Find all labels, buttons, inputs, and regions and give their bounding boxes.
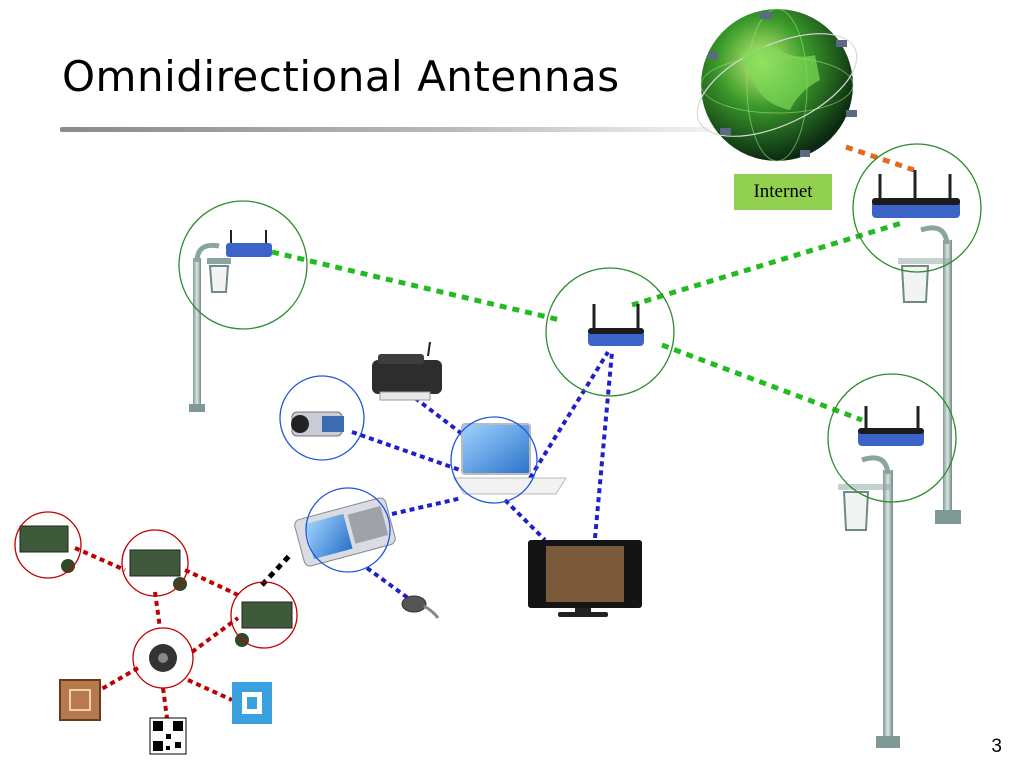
headset-icon — [401, 595, 440, 619]
wireless-router-icon — [226, 230, 272, 257]
slide-title: Omnidirectional Antennas — [62, 52, 620, 101]
rfid-tag-icon — [59, 679, 101, 721]
sensor-link-7 — [187, 678, 233, 702]
sensor-link-2 — [184, 568, 239, 597]
router-coverage-circle — [178, 200, 308, 330]
sensor-board-icon — [235, 601, 293, 647]
qr-code-icon — [149, 717, 187, 755]
globe-icon — [696, 8, 858, 162]
link-laptop-tv — [503, 498, 547, 542]
tv-icon — [528, 540, 642, 617]
link-sensor-pda — [260, 553, 292, 587]
wireless-router-icon — [872, 170, 960, 218]
sensor-board-icon — [129, 549, 187, 591]
printer-icon — [372, 341, 442, 401]
link-camcorder-laptop — [351, 430, 461, 472]
link-pda-laptop — [391, 496, 463, 516]
sensor-node-icon — [149, 644, 177, 672]
link-laptop-router — [528, 350, 610, 480]
link-tv-router — [593, 351, 614, 539]
sensor-link-3 — [153, 591, 162, 629]
page-number: 3 — [991, 736, 1002, 757]
sensor-coverage-circle — [132, 627, 194, 689]
internet-uplink — [845, 144, 915, 173]
device-coverage-circle — [305, 487, 391, 573]
device-links — [260, 350, 614, 600]
wireless-router-icon — [588, 304, 644, 346]
sensor-board-icon — [19, 525, 75, 573]
sensor-links — [74, 546, 240, 719]
router-coverage-circle — [545, 267, 675, 397]
sensor-coverage-circle — [230, 581, 298, 649]
mesh-link-upper-right — [631, 219, 906, 308]
street-lamp-icon — [189, 242, 231, 412]
pda-icon — [294, 497, 396, 567]
sensor-coverage-circle — [14, 511, 82, 579]
title-underline — [60, 127, 710, 132]
wireless-router-icon — [858, 406, 924, 446]
device-coverage-circle — [279, 375, 365, 461]
sensor-link-5 — [98, 666, 140, 692]
router-coverage-circle — [827, 373, 957, 503]
device-coverage-circle — [450, 416, 538, 504]
laptop-icon — [453, 423, 567, 495]
street-lamp-icon — [838, 455, 900, 748]
sensor-coverage-circle — [121, 529, 189, 597]
mesh-link-lower-right — [661, 342, 863, 423]
link-pda-headset — [365, 566, 410, 600]
camcorder-icon — [291, 411, 344, 437]
sensor-link-6 — [161, 687, 169, 719]
sensor-link-1 — [74, 546, 126, 572]
mesh-link-left — [271, 249, 561, 323]
internet-label: Internet — [734, 174, 832, 210]
street-lamp-icon — [898, 225, 961, 524]
sensor-link-4 — [190, 616, 240, 654]
router-coverage-circle — [852, 143, 982, 273]
chip-icon — [232, 682, 272, 724]
